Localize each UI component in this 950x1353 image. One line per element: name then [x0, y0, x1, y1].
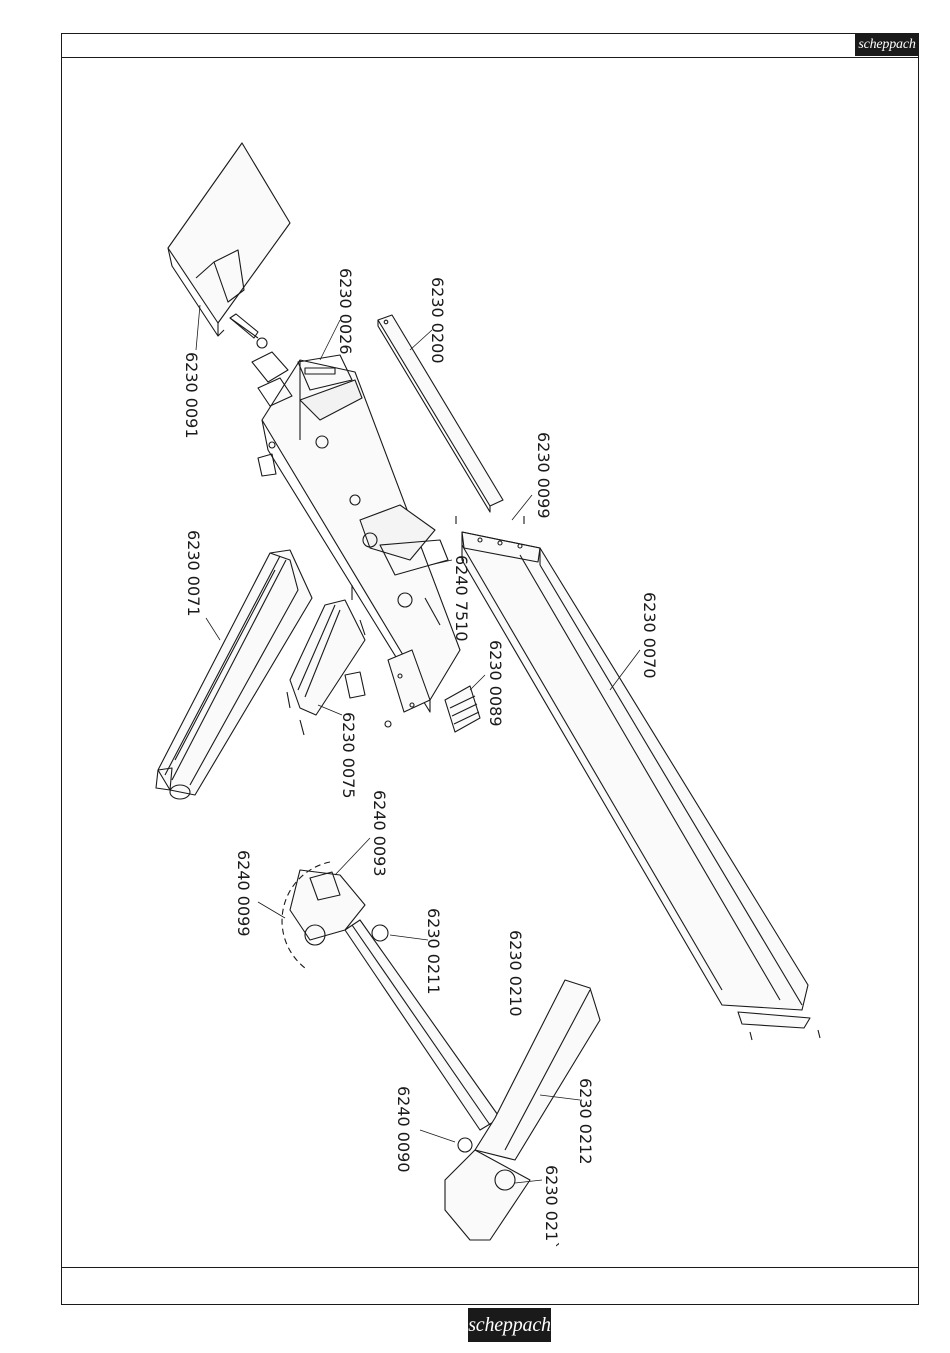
table-plate-part	[168, 143, 290, 348]
part-label: 6230 0212	[576, 1078, 595, 1165]
part-label: 6240 0093	[370, 790, 389, 877]
part-label: 6230 0210	[506, 930, 525, 1017]
part-label: 6240 0099	[234, 850, 253, 937]
part-label: 6230 0200	[428, 277, 447, 364]
part-label: 6240 0090	[394, 1086, 413, 1173]
part-label: 6230 021`	[542, 1165, 561, 1249]
part-label: 6230 0071	[184, 530, 203, 617]
main-carriage-part	[252, 352, 460, 727]
extrusion-rail-part	[156, 550, 312, 799]
end-cap-part	[445, 686, 480, 732]
part-label: 6230 0075	[339, 712, 358, 799]
part-label: 6240 7510	[452, 555, 471, 642]
part-label: 6230 0089	[486, 640, 505, 727]
part-label: 6230 0070	[640, 592, 659, 679]
part-label: 6230 0099	[534, 432, 553, 519]
part-label: 6230 0026	[336, 268, 355, 355]
part-label: 6230 0211	[424, 908, 443, 995]
part-label: 6230 0091	[182, 352, 201, 439]
